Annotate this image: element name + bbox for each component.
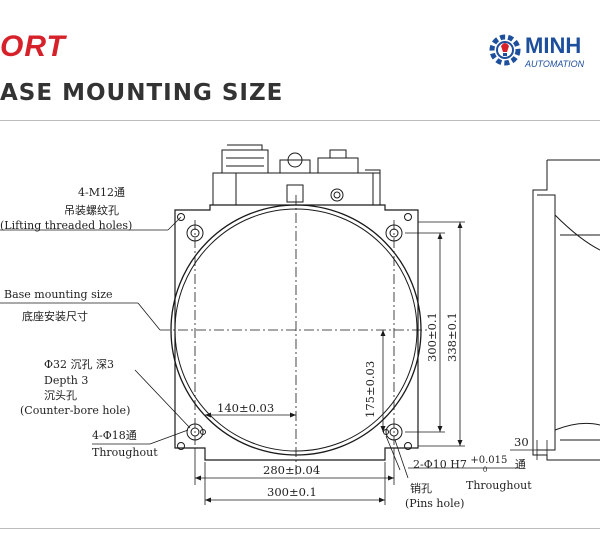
- gear-lightbulb-icon: [489, 34, 521, 66]
- pin-hole-through: Throughout: [466, 479, 532, 492]
- pin-hole-spec-prefix: 2-Φ10 H7: [413, 458, 467, 471]
- header-divider: [0, 120, 600, 121]
- dim-140: 140±0.03: [217, 401, 274, 415]
- dim-280: 280±0.04: [263, 463, 320, 477]
- page-title: ASE MOUNTING SIZE: [0, 80, 284, 106]
- pin-hole-cn: 销孔: [410, 481, 432, 495]
- lifting-hole-en: (Lifting threaded holes): [0, 219, 132, 232]
- pin-hole-spec-suffix: 通: [515, 458, 526, 471]
- dim-175: 175±0.03: [363, 361, 377, 418]
- company-logo: MINH AUTOMATION: [485, 30, 600, 75]
- brand-logo-text: ORT: [0, 30, 66, 63]
- footer-divider: [0, 528, 600, 529]
- lifting-hole-spec: 4-M12通: [78, 186, 125, 199]
- counterbore-en: (Counter-bore hole): [20, 404, 130, 417]
- counterbore-depth: Depth 3: [44, 374, 88, 387]
- through-hole-spec: 4-Φ18通: [92, 429, 137, 442]
- pin-hole-tol-lower: 0: [483, 466, 487, 474]
- dim-30: 30: [514, 435, 529, 449]
- dim-300-right: 300±0.1: [425, 312, 439, 362]
- through-hole-en: Throughout: [92, 446, 158, 459]
- logo-name: MINH: [525, 33, 582, 58]
- lifting-hole-cn: 吊装螺纹孔: [64, 203, 119, 217]
- dim-338: 338±0.1: [445, 312, 459, 362]
- base-size-en: Base mounting size: [4, 288, 113, 301]
- base-size-cn: 底座安装尺寸: [22, 309, 88, 323]
- pin-hole-en: (Pins hole): [405, 497, 464, 510]
- dim-300-bottom: 300±0.1: [267, 485, 317, 499]
- logo-subtitle: AUTOMATION: [525, 59, 585, 69]
- pin-hole-tol-upper: +0.015: [470, 455, 507, 466]
- counterbore-cn: 沉头孔: [44, 389, 77, 402]
- counterbore-spec: Φ32 沉孔 深3: [44, 358, 114, 371]
- pin-hole-spec: 2-Φ10 H7 +0.015 0 通: [413, 453, 526, 475]
